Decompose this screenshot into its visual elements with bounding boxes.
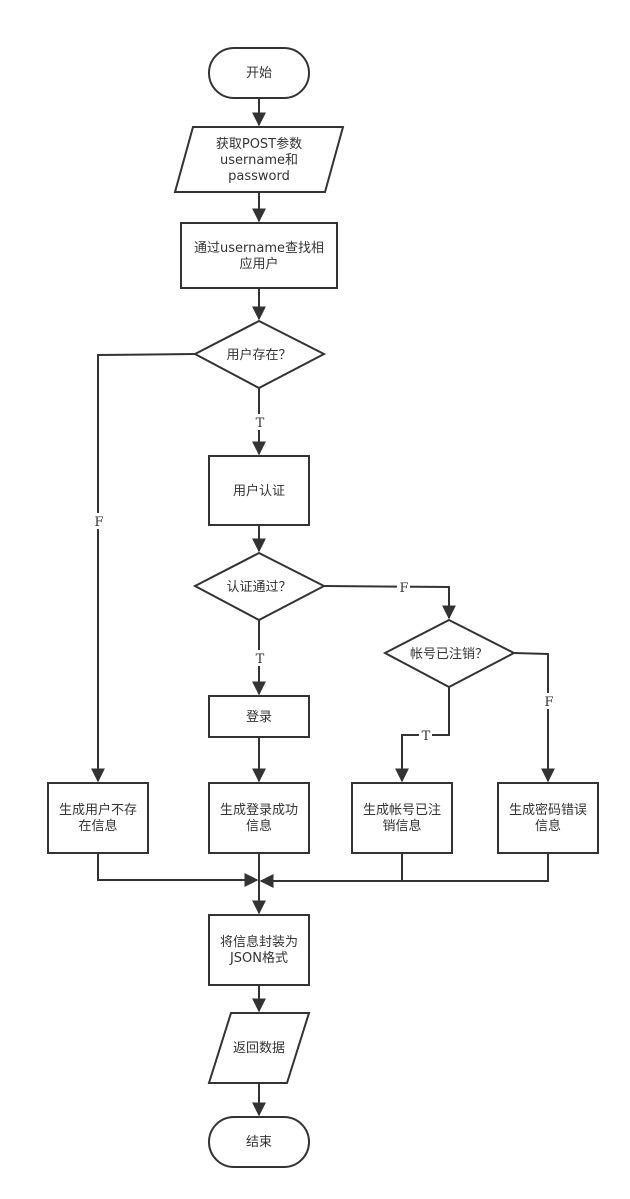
node-gen-login-success: 生成登录成功 信息 [208, 782, 310, 854]
node-get-post-line-2: username和 [220, 153, 298, 168]
node-find-user-line-2: 应用户 [239, 256, 278, 272]
node-return-data: 返回数据 [207, 1012, 311, 1084]
node-wrap-json-line-2: JSON格式 [229, 950, 288, 966]
node-user-exists: 用户存在？ [192, 319, 327, 390]
node-get-post-line-3: password [228, 169, 290, 184]
node-gen-cancelled-line-1: 生成帐号已注 [363, 803, 441, 818]
node-wrap-json: 将信息封装为 JSON格式 [208, 914, 310, 986]
node-gen-not-exist-line-2: 在信息 [78, 818, 117, 834]
node-auth-pass: 认证通过？ [192, 551, 327, 622]
edge-cancelled-merge [259, 853, 403, 888]
label-auth-true: T [256, 652, 265, 667]
node-start: 开始 [208, 47, 310, 99]
node-wrap-json-line-1: 将信息封装为 [220, 934, 298, 950]
node-gen-login-success-line-2: 信息 [246, 818, 272, 834]
edge-auth-false [323, 585, 456, 620]
node-auth-label: 用户认证 [233, 483, 285, 499]
node-login: 登录 [208, 695, 310, 738]
label-exists-true: T [256, 416, 265, 431]
label-auth-false: F [399, 581, 408, 596]
node-gen-cancelled-line-2: 销信息 [382, 818, 421, 834]
node-start-label: 开始 [246, 66, 272, 81]
edge-exists-false [91, 353, 196, 783]
node-gen-not-exist-line-1: 生成用户不存 [59, 802, 137, 818]
node-gen-login-success-line-1: 生成登录成功 [220, 803, 298, 818]
edge-labels: T F T F T F [92, 414, 555, 744]
node-find-user-line-1: 通过username查找相 [194, 241, 324, 256]
edge-not-exist-merge [97, 853, 259, 887]
edges [91, 98, 555, 1117]
edge-cancelled-false [513, 652, 555, 783]
label-exists-false: F [94, 515, 103, 530]
node-account-cancelled: 帐号已注销？ [382, 618, 517, 689]
node-find-user: 通过username查找相 应用户 [180, 222, 338, 289]
node-get-post: 获取POST参数 username和 password [173, 126, 345, 193]
node-gen-pwd-error-line-1: 生成密码错误 [509, 802, 587, 818]
node-auth: 用户认证 [208, 455, 310, 526]
node-gen-cancelled: 生成帐号已注 销信息 [351, 782, 453, 854]
node-end-label: 结束 [246, 1135, 272, 1150]
node-login-label: 登录 [246, 710, 272, 725]
node-gen-pwd-error: 生成密码错误 信息 [497, 782, 599, 854]
node-user-exists-label: 用户存在？ [226, 347, 291, 363]
label-cancelled-false: F [544, 695, 553, 710]
node-return-data-label: 返回数据 [233, 1041, 285, 1056]
label-cancelled-true: T [422, 729, 431, 744]
node-gen-not-exist: 生成用户不存 在信息 [47, 782, 149, 854]
node-auth-pass-label: 认证通过？ [226, 580, 291, 595]
node-account-cancelled-label: 帐号已注销？ [410, 647, 488, 662]
edge-pwd-error-merge [402, 853, 549, 882]
node-end: 结束 [208, 1116, 310, 1168]
node-get-post-line-1: 获取POST参数 [216, 136, 302, 152]
node-gen-pwd-error-line-2: 信息 [535, 818, 561, 834]
